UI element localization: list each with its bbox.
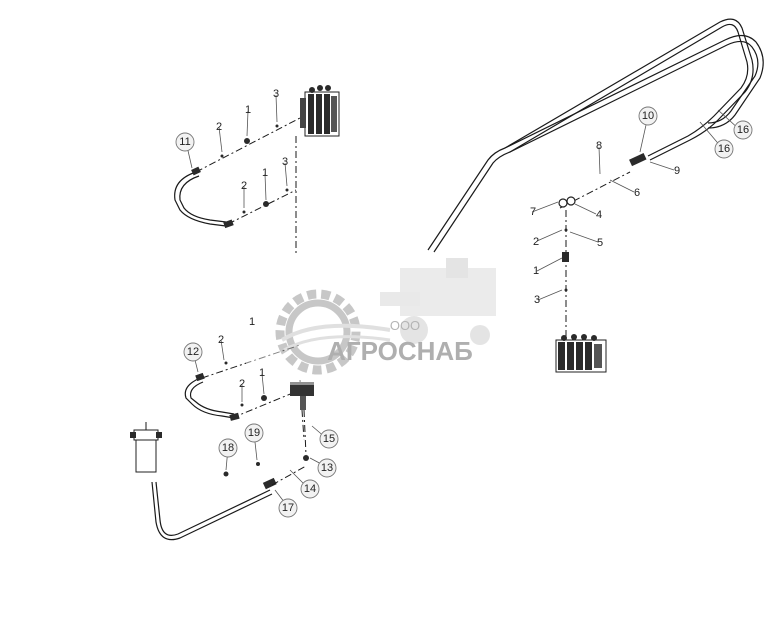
callout-1-top: 1 <box>245 104 251 116</box>
callout-19: 19 <box>244 423 264 443</box>
callout-16-upper: 16 <box>733 120 753 140</box>
callout-7: 7 <box>530 206 536 218</box>
callout-17-label: 17 <box>282 502 294 514</box>
callout-2-top: 2 <box>216 121 222 133</box>
callout-15: 15 <box>319 429 339 449</box>
callout-9: 9 <box>674 165 680 177</box>
callout-11-label: 11 <box>179 136 190 148</box>
callout-3-second: 3 <box>282 156 288 168</box>
callout-16-upper-label: 16 <box>737 124 749 136</box>
callout-18-label: 18 <box>222 442 234 454</box>
long-hose-loop <box>427 18 764 253</box>
control-valve-block-right <box>555 334 607 373</box>
agrosnab-watermark: ООО АГРОСНАБ <box>246 255 508 385</box>
callout-2-second: 2 <box>241 180 247 192</box>
callout-19-label: 19 <box>248 427 260 439</box>
tee-fitting <box>558 196 576 208</box>
control-valve-block-middle <box>290 382 314 410</box>
callout-3-top: 3 <box>273 88 279 100</box>
callout-14-label: 14 <box>304 483 316 495</box>
callout-1-middle: 1 <box>249 316 255 328</box>
callout-2-right: 2 <box>533 236 539 248</box>
callout-6: 6 <box>634 187 640 199</box>
watermark-prefix: ООО <box>390 318 420 333</box>
gear-logo-icon <box>275 289 391 375</box>
callout-3-right: 3 <box>534 294 540 306</box>
watermark-company-name: АГРОСНАБ <box>327 336 473 366</box>
callout-2-middle-lower: 2 <box>239 378 245 390</box>
callout-18: 18 <box>218 438 238 458</box>
callout-1-second: 1 <box>262 167 268 179</box>
callout-10: 10 <box>638 106 658 126</box>
callout-5: 5 <box>597 237 603 249</box>
hose-17 <box>151 477 277 541</box>
callout-16-lower-label: 16 <box>718 143 730 155</box>
callout-1-middle-lower: 1 <box>259 367 265 379</box>
callout-13: 13 <box>317 458 337 478</box>
combine-harvester-icon <box>380 258 496 345</box>
callout-10-label: 10 <box>642 110 654 122</box>
callout-11: 11 <box>175 132 195 152</box>
callout-16-lower: 16 <box>714 139 734 159</box>
callout-8: 8 <box>596 140 602 152</box>
callout-12: 12 <box>183 342 203 362</box>
fitting-10 <box>629 152 647 167</box>
callout-14: 14 <box>300 479 320 499</box>
control-valve-block-top <box>300 85 340 137</box>
callout-13-label: 13 <box>321 462 333 474</box>
callout-4: 4 <box>596 209 602 221</box>
callout-1-right: 1 <box>533 265 539 277</box>
leader-lines <box>185 94 741 508</box>
filter-assembly <box>130 422 162 473</box>
callout-2-middle: 2 <box>218 334 224 346</box>
hose-12 <box>184 372 240 421</box>
hose-11 <box>174 166 234 229</box>
callout-15-label: 15 <box>323 433 335 445</box>
callout-12-label: 12 <box>187 346 199 358</box>
callout-17: 17 <box>278 498 298 518</box>
